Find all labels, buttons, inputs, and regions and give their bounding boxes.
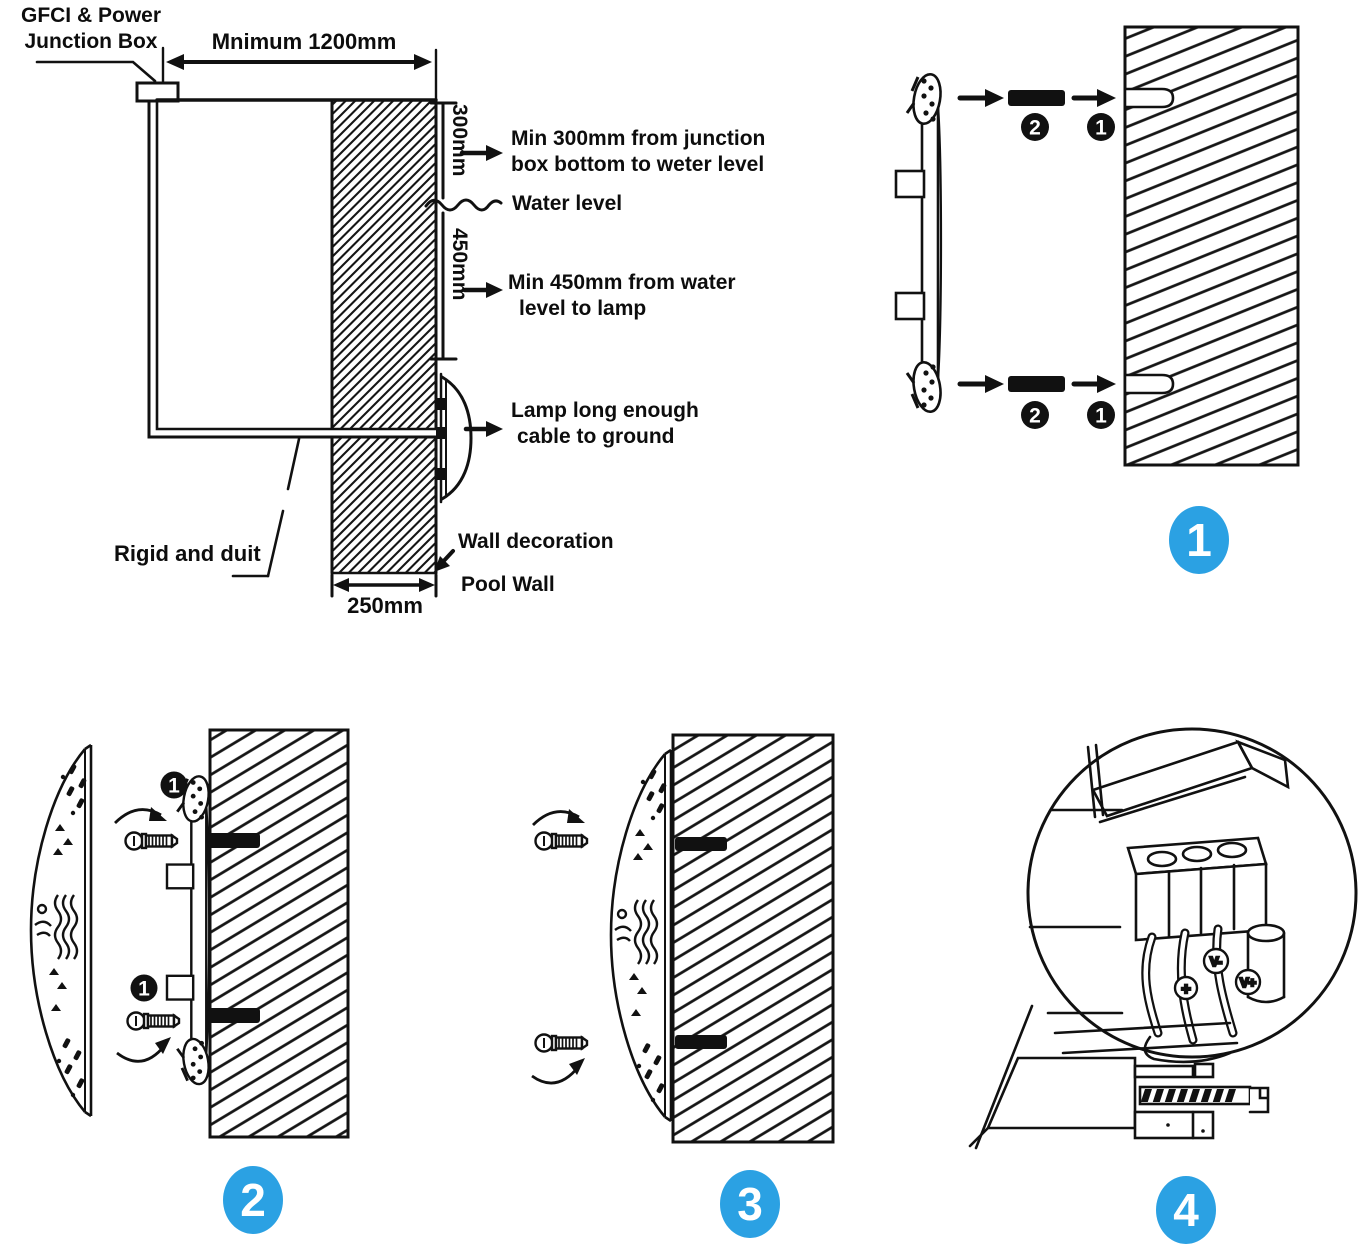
step4-diagram: + V- V+ bbox=[968, 727, 1358, 1244]
wire-label-v-plus: V+ bbox=[1234, 968, 1262, 996]
screw bbox=[126, 1011, 181, 1031]
lamp-note-arrow bbox=[463, 421, 503, 437]
wall-step3 bbox=[671, 733, 835, 1144]
arrow-right-icon bbox=[985, 375, 1004, 393]
lamp-side-view bbox=[29, 743, 93, 1118]
marker-anchor-bottom: 1 bbox=[130, 974, 158, 1002]
screw bbox=[534, 1033, 589, 1053]
svg-text:2: 2 bbox=[240, 1174, 266, 1226]
svg-text:V-: V- bbox=[1210, 954, 1222, 969]
wall-decoration-arrow bbox=[434, 549, 455, 572]
note-450-arrow bbox=[462, 282, 503, 298]
arrow-right-icon bbox=[985, 89, 1004, 107]
installation-diagram bbox=[35, 46, 503, 598]
marker-label: 2 bbox=[1029, 405, 1041, 428]
junction-box-label-line1: GFCI & Power bbox=[20, 4, 162, 27]
expansion-plug bbox=[1008, 376, 1065, 392]
pool-wall-label: Pool Wall bbox=[461, 573, 555, 596]
marker-label: 1 bbox=[1095, 117, 1107, 140]
svg-text:1: 1 bbox=[168, 775, 180, 798]
turn-arrow-bottom bbox=[531, 1058, 585, 1085]
terminal-block bbox=[1126, 836, 1268, 942]
marker-anchor-top: 1 bbox=[1087, 113, 1115, 141]
base-plate bbox=[1053, 1021, 1239, 1064]
marker-label: 1 bbox=[1095, 405, 1107, 428]
marker-plug-bottom: 2 bbox=[1021, 401, 1049, 429]
step3-badge: 3 bbox=[720, 1170, 780, 1238]
expansion-plug-set bbox=[208, 833, 260, 848]
step2-badge: 2 bbox=[223, 1166, 283, 1234]
wall-step2 bbox=[208, 728, 350, 1139]
step1-badge: 1 bbox=[1169, 506, 1229, 574]
junction-leader-line bbox=[35, 60, 157, 83]
min-width-label: Mnimum 1200mm bbox=[211, 29, 397, 54]
junction-box-label-line2: Junction Box bbox=[24, 30, 158, 53]
svg-text:1: 1 bbox=[1186, 514, 1212, 566]
step1-diagram: 2 1 2 1 1 bbox=[894, 25, 1300, 574]
detail-circle bbox=[1026, 727, 1358, 1059]
screw bbox=[124, 831, 179, 851]
marker-anchor-bottom: 1 bbox=[1087, 401, 1115, 429]
turn-arrow-top bbox=[532, 809, 585, 827]
turn-arrow-bottom bbox=[116, 1037, 171, 1063]
lamp-mounted bbox=[609, 748, 673, 1123]
water-level-wave bbox=[424, 198, 503, 212]
expansion-plug bbox=[1008, 90, 1065, 106]
step1-bottom-row bbox=[957, 373, 1175, 395]
bracket-side-view bbox=[894, 70, 946, 416]
wall-anchor bbox=[1123, 87, 1175, 109]
turn-arrow-top bbox=[114, 807, 167, 825]
marker-plug-top: 2 bbox=[1021, 113, 1049, 141]
conduit-label: Rigid and duit bbox=[114, 541, 261, 566]
note-300-arrow bbox=[459, 145, 503, 161]
expansion-plug-set bbox=[208, 1008, 260, 1023]
wall-decoration-label: Wall decoration bbox=[458, 530, 614, 553]
bracket-on-wall bbox=[165, 772, 214, 1088]
svg-text:4: 4 bbox=[1173, 1184, 1199, 1236]
svg-text:V+: V+ bbox=[1240, 975, 1257, 990]
arrow-right-icon bbox=[1097, 89, 1116, 107]
marker-label: 2 bbox=[1029, 117, 1041, 140]
niche-lid bbox=[1086, 739, 1290, 824]
wire-label-v-minus: V- bbox=[1202, 947, 1230, 975]
svg-text:3: 3 bbox=[737, 1178, 763, 1230]
dim-450-label: 450mm bbox=[448, 228, 471, 301]
dim-300-label: 300mm bbox=[448, 104, 471, 177]
svg-text:+: + bbox=[1181, 981, 1190, 998]
step1-top-row bbox=[957, 87, 1175, 109]
step3-diagram: 3 bbox=[531, 733, 835, 1238]
cable-detail bbox=[968, 1004, 1270, 1150]
marker-anchor-top: 1 bbox=[160, 771, 188, 799]
conduit-outer bbox=[147, 99, 440, 439]
junction-box-label: GFCI & Power Junction Box bbox=[6, 3, 176, 55]
dim-250-label: 250mm bbox=[347, 593, 423, 618]
dim-250 bbox=[330, 573, 438, 598]
screw bbox=[534, 831, 589, 851]
note-450-label: Min 450mm from water level to lamp bbox=[508, 271, 736, 320]
step2-diagram: 1 1 2 bbox=[29, 728, 350, 1234]
wire-label-positive: + bbox=[1173, 975, 1199, 1001]
lamp-on-wall bbox=[436, 372, 473, 504]
conduit-leader bbox=[231, 437, 301, 578]
expansion-plug-set bbox=[675, 837, 727, 851]
conduit-inner bbox=[155, 99, 440, 431]
svg-text:1: 1 bbox=[138, 978, 150, 1001]
note-300-label: Min 300mm from junction box bottom to we… bbox=[511, 127, 766, 176]
expansion-plug-set bbox=[675, 1035, 727, 1049]
lamp-note-label: Lamp long enough cable to ground bbox=[511, 399, 699, 448]
step4-badge: 4 bbox=[1156, 1176, 1216, 1244]
arrow-right-icon bbox=[1097, 375, 1116, 393]
water-level-label: Water level bbox=[512, 192, 623, 215]
pool-wall-hatch bbox=[333, 101, 436, 573]
wall-anchor bbox=[1123, 373, 1175, 395]
